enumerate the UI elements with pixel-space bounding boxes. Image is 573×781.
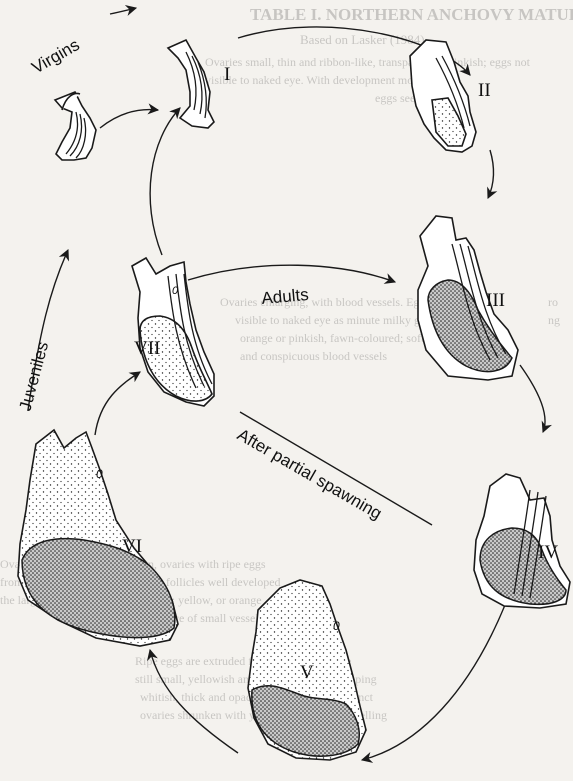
- arrow-iv-to-v: [362, 605, 505, 760]
- stage-vi-label: VI: [122, 536, 142, 557]
- partial-spawning-line: [240, 412, 432, 525]
- stage-vi-gonad-drawing: 0 VI: [18, 430, 178, 646]
- svg-text:0: 0: [333, 619, 340, 633]
- background-side-text: ng: [548, 313, 560, 327]
- background-line: visible to naked eye. With development m…: [205, 73, 423, 87]
- stage-iv-gonad-drawing: IV: [474, 474, 570, 608]
- stage-iii-gonad-drawing: III: [418, 216, 518, 380]
- stage-ii-label: II: [478, 80, 491, 101]
- juveniles-label: Juveniles: [16, 340, 53, 413]
- stage-vii-gonad-drawing: 0 VII: [132, 258, 214, 406]
- arrow-virgin-to-i: [100, 110, 158, 128]
- after-partial-spawning-label: After partial spawning: [234, 425, 385, 523]
- background-title: TABLE I. NORTHERN ANCHOVY MATURITY: [250, 5, 573, 24]
- virgins-label: Virgins: [29, 35, 83, 77]
- svg-text:0: 0: [172, 285, 179, 297]
- arrow-iii-to-iv: [520, 365, 545, 432]
- background-line: Ovaries small, thin and ribbon-like, tra…: [205, 55, 531, 69]
- stage-vii-label: VII: [134, 338, 160, 359]
- stage-v-gonad-drawing: 0 V: [248, 580, 366, 760]
- virgin-gonad-drawing: [55, 92, 96, 160]
- arrow-vi-to-vii: [95, 372, 140, 435]
- stage-iv-label: IV: [538, 542, 558, 563]
- svg-text:0: 0: [96, 467, 103, 481]
- stage-v-label: V: [300, 662, 314, 683]
- arrow-adults-to-iii: [188, 265, 395, 282]
- stage-iii-label: III: [486, 290, 505, 311]
- arrow-ii-to-iii: [488, 150, 494, 198]
- background-side-text: ro: [548, 295, 558, 309]
- background-line: and conspicuous blood vessels: [240, 349, 387, 363]
- arrow-virgins: [110, 8, 136, 14]
- stage-i-label: I: [224, 64, 230, 85]
- arrow-vii-to-i: [150, 108, 180, 255]
